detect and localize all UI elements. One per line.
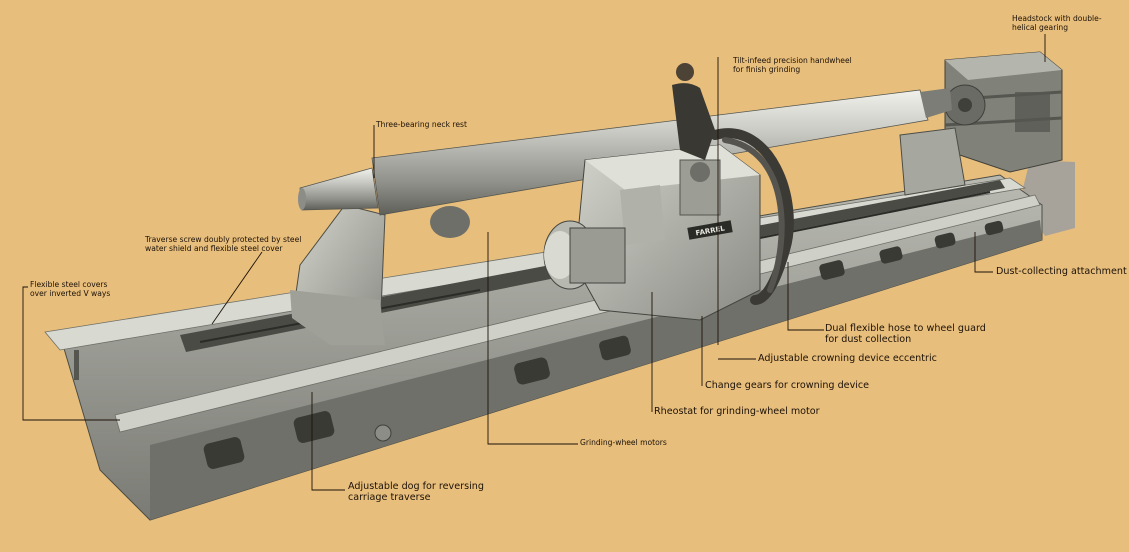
dust-hose-2 <box>722 137 785 293</box>
headstock-support <box>899 127 966 196</box>
leader-lines <box>22 34 1046 491</box>
headstock <box>944 51 1063 173</box>
label-flexible-covers: Flexible steel covers over inverted V wa… <box>30 280 111 298</box>
grinding-wheel-motor <box>543 220 626 290</box>
label-headstock: Headstock with double- helical gearing <box>1012 14 1102 32</box>
label-neck-rest: Three-bearing neck rest <box>376 120 467 129</box>
label-crowning-eccentric: Adjustable crowning device eccentric <box>758 353 937 364</box>
dust-hose <box>710 128 794 305</box>
second-wheel-motor <box>430 206 470 238</box>
label-dust-attachment: Dust-collecting attachment <box>996 266 1127 277</box>
operator-figure <box>672 63 715 160</box>
reversing-dog <box>374 424 392 442</box>
label-dual-hose: Dual flexible hose to wheel guard for du… <box>825 323 986 346</box>
bed-front-face <box>150 220 1042 520</box>
label-handwheel: Tilt-infeed precision handwheel for fini… <box>733 56 852 74</box>
bed-windows <box>203 220 1004 469</box>
label-rheostat: Rheostat for grinding-wheel motor <box>654 406 820 417</box>
label-adjustable-dog: Adjustable dog for reversing carriage tr… <box>348 481 484 504</box>
front-left-handle <box>74 350 79 380</box>
neck-rest-base <box>290 290 385 345</box>
label-change-gears: Change gears for crowning device <box>705 380 870 391</box>
label-traverse-screw: Traverse screw doubly protected by steel… <box>145 235 302 253</box>
label-wheel-motors: Grinding-wheel motors <box>580 438 667 447</box>
